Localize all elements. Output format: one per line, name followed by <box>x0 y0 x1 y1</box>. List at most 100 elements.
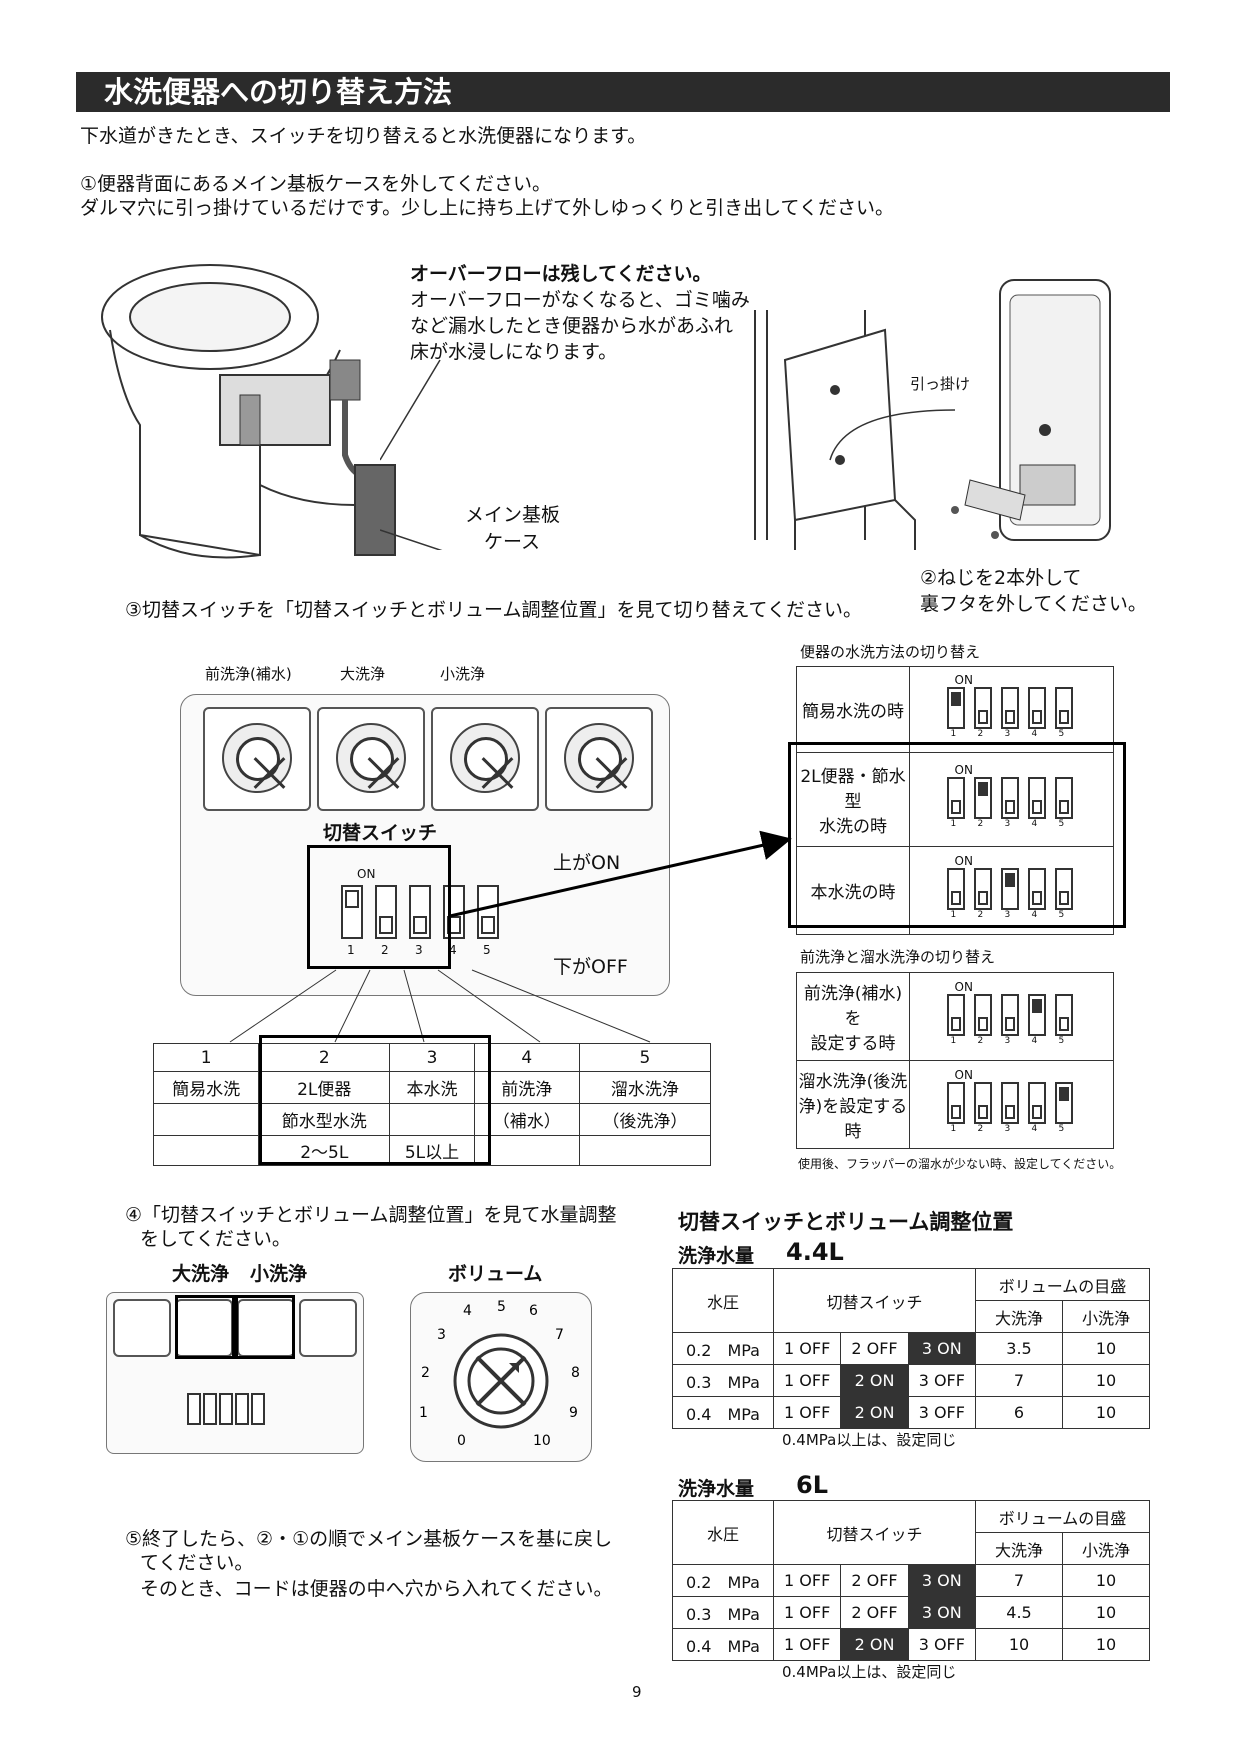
ref-dip-switch-2 <box>973 776 992 819</box>
page-title: 水洗便器への切り替え方法 <box>76 72 1170 112</box>
ref-dip-num-1: 1 <box>950 909 957 920</box>
ref-dip-num-2: 2 <box>977 818 984 829</box>
table1-amount: 4.4L <box>786 1238 844 1266</box>
dip-switch-1 <box>341 885 363 939</box>
dial-extra <box>545 707 653 811</box>
cell-switch-3: 3 OFF <box>907 1396 977 1429</box>
cell-big-flush: 6 <box>975 1396 1063 1429</box>
table2-amount: 6L <box>796 1471 828 1499</box>
pre-flush-note: 使用後、フラッパーの溜水が少ない時、設定してください。 <box>798 1157 1122 1171</box>
cell-small-flush: 10 <box>1062 1396 1150 1429</box>
t1-h-pressure: 水圧 <box>672 1268 774 1333</box>
switch-func-1-b <box>152 1103 260 1136</box>
switch-frame <box>307 845 451 969</box>
cell-small-flush: 10 <box>1062 1332 1150 1365</box>
volume-label: ボリューム <box>448 1263 543 1285</box>
table2-label: 洗浄水量 <box>678 1478 755 1500</box>
ref-dip-switch-1 <box>946 993 965 1036</box>
switch-func-2-c: 2～5L <box>258 1135 391 1166</box>
mini-dip-1 <box>187 1393 201 1425</box>
cell-small-flush: 10 <box>1062 1596 1150 1629</box>
switch-func-3-a: 本水洗 <box>389 1071 475 1104</box>
ref-dip-switch-5 <box>1054 686 1073 729</box>
step3-text: ③切替スイッチを「切替スイッチとボリューム調整位置」を見て切り替えてください。 <box>125 599 862 621</box>
step5-line3: そのとき、コードは便器の中へ穴から入れてください。 <box>140 1578 613 1600</box>
flush-row-3-label: 本水洗の時 <box>796 846 910 935</box>
cell-switch-1: 1 OFF <box>772 1628 842 1661</box>
dip-on-label: ON <box>954 1067 973 1082</box>
ref-dip-num-3: 3 <box>1004 1035 1011 1046</box>
ref-dip-switch-4 <box>1027 993 1046 1036</box>
vol-tick-1: 1 <box>419 1405 428 1421</box>
cell-switch-1: 1 OFF <box>772 1564 842 1597</box>
small-dial-pre <box>113 1299 171 1357</box>
step4-line2: をしてください。 <box>140 1228 291 1250</box>
t2-h-switch: 切替スイッチ <box>773 1500 976 1565</box>
ref-dip-num-5: 5 <box>1058 818 1065 829</box>
cell-pressure: 0.3 MPa <box>672 1596 774 1629</box>
cell-big-flush: 7 <box>975 1364 1063 1397</box>
cell-switch-2: 2 OFF <box>840 1596 909 1629</box>
vol-tick-0: 0 <box>457 1433 466 1449</box>
ref-dip-num-5: 5 <box>1058 1123 1065 1134</box>
step2-line1: ②ねじを2本外して <box>920 567 1082 589</box>
dip-on-label: ON <box>954 853 973 868</box>
hook-label: 引っ掛け <box>910 375 971 393</box>
table1-label: 洗浄水量 <box>678 1245 755 1267</box>
ref-dip-switch-4 <box>1027 686 1046 729</box>
cell-switch-1: 1 OFF <box>772 1332 842 1365</box>
vol-tick-2: 2 <box>421 1365 430 1381</box>
ref-dip-num-1: 1 <box>950 818 957 829</box>
cell-big-flush: 4.5 <box>975 1596 1063 1629</box>
vol-tick-8: 8 <box>571 1365 580 1381</box>
cell-small-flush: 10 <box>1062 1564 1150 1597</box>
vol-tick-5: 5 <box>497 1299 506 1315</box>
vol-tick-9: 9 <box>569 1405 578 1421</box>
cell-switch-1: 1 OFF <box>772 1396 842 1429</box>
ref-dip-num-2: 2 <box>977 1123 984 1134</box>
overflow-line1: オーバーフローがなくなると、ゴミ噛み <box>410 289 750 311</box>
ref-dip-switch-3 <box>1000 686 1019 729</box>
flush-method-title: 便器の水洗方法の切り替え <box>800 643 981 661</box>
t2-h-small: 小洗浄 <box>1062 1532 1150 1565</box>
switch-func-5-b: （後洗浄） <box>578 1103 712 1136</box>
t2-h-volume: ボリュームの目盛 <box>975 1500 1150 1533</box>
ref-dip-switch-2 <box>973 1081 992 1124</box>
small-flush-label: 小洗浄 <box>250 1263 308 1285</box>
pre-flush-title: 前洗浄と溜水洗浄の切り替え <box>800 948 996 966</box>
big-dial-frame <box>175 1295 235 1359</box>
mini-dip-5 <box>251 1393 265 1425</box>
switch-func-3-c: 5L以上 <box>389 1135 475 1166</box>
dip-num-1: 1 <box>347 943 355 957</box>
ref-dip-switch-3 <box>1000 1081 1019 1124</box>
cell-switch-2: 2 OFF <box>840 1564 909 1597</box>
page-number: 9 <box>632 1683 642 1701</box>
board-small-figure <box>106 1292 364 1454</box>
cell-big-flush: 3.5 <box>975 1332 1063 1365</box>
connector-lines <box>229 830 792 1043</box>
dip-on-label: ON <box>357 867 376 881</box>
vol-tick-3: 3 <box>437 1327 446 1343</box>
dip-num-2: 2 <box>381 943 389 957</box>
ref-dip-switch-4 <box>1027 776 1046 819</box>
mini-dip-4 <box>235 1393 249 1425</box>
switch-2-3-frame <box>259 1035 491 1165</box>
t1-h-big: 大洗浄 <box>975 1300 1063 1333</box>
cell-switch-3: 3 ON <box>907 1564 977 1597</box>
t1-h-volume: ボリュームの目盛 <box>975 1268 1150 1301</box>
ref-dip-switch-5 <box>1054 1081 1073 1124</box>
dial-label-pre: 前洗浄(補水) <box>205 665 292 683</box>
ref-dip-switch-3 <box>1000 867 1019 910</box>
cell-switch-1: 1 OFF <box>772 1364 842 1397</box>
switch-func-4-c <box>473 1135 580 1166</box>
volume-dial-figure: 1 2 3 4 5 6 7 8 9 10 0 <box>410 1292 592 1462</box>
pre-row-2-label: 溜水洗浄(後洗浄)を設定する時 <box>796 1060 910 1149</box>
ref-dip-switch-2 <box>973 993 992 1036</box>
ref-dip-switch-5 <box>1054 867 1073 910</box>
switch-func-5-a: 溜水洗浄 <box>578 1071 712 1104</box>
